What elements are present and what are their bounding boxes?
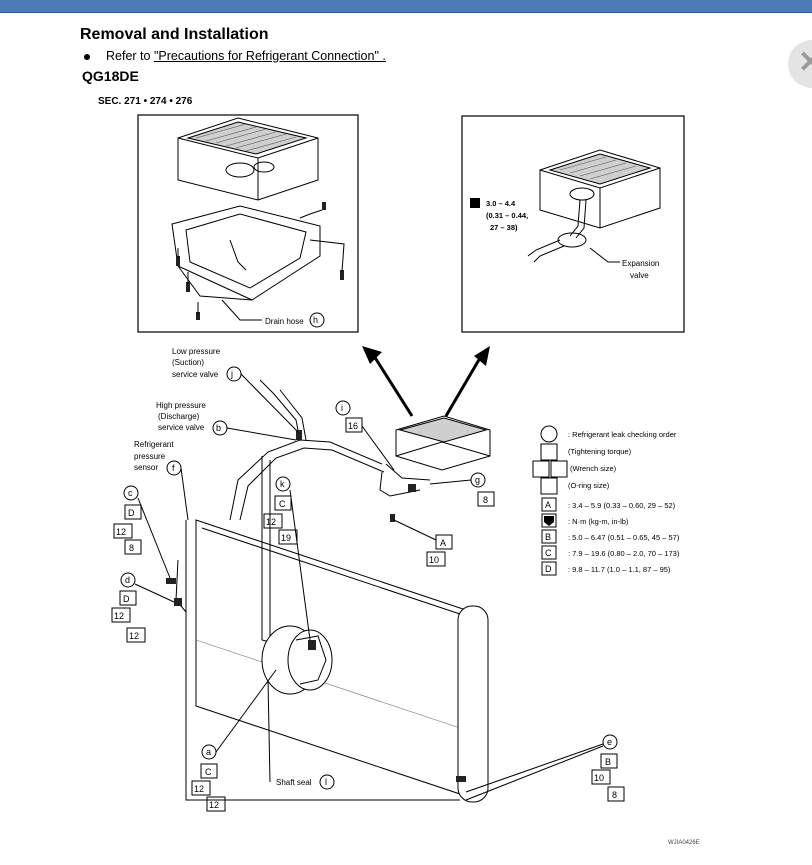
legend-torque-A: : 3.4 – 5.9 (0.33 – 0.60, 29 – 52)	[568, 501, 676, 510]
legend-symbol-D: D	[545, 564, 552, 574]
high-pressure-label1: High pressure	[156, 401, 206, 410]
callout-k-wrench: 12	[266, 517, 276, 527]
callout-g-size: 8	[483, 495, 488, 505]
legend-wrench-size: (Wrench size)	[570, 464, 617, 473]
callout-a-wrench: 12	[194, 784, 204, 794]
section-reference: SEC. 271 • 274 • 276	[98, 96, 193, 107]
expansion-torque-line3: 27 – 38)	[490, 223, 518, 232]
right-inset: 3.0 – 4.4 (0.31 – 0.44, 27 – 38) Expansi…	[461, 115, 685, 333]
sensor-label2: pressure	[134, 452, 166, 461]
left-inset: Drain hose h	[137, 114, 359, 333]
low-pressure-letter: j	[230, 369, 233, 379]
legend-torque-C: : 7.9 – 19.6 (0.80 – 2.0, 70 – 173)	[568, 549, 680, 558]
drain-hose-label: Drain hose	[265, 317, 304, 326]
callout-a-letter: a	[206, 747, 211, 757]
callout-a-oring: 12	[209, 800, 219, 810]
legend: : Refrigerant leak checking order (Tight…	[532, 425, 680, 576]
expansion-valve-label1: Expansion	[622, 259, 659, 268]
drain-hose-letter: h	[313, 315, 318, 325]
sensor-letter: f	[172, 463, 175, 473]
main-assembly	[166, 379, 491, 803]
callout-e-letter: e	[607, 737, 612, 747]
legend-tightening-torque: (Tightening torque)	[568, 447, 632, 456]
callout-c-torque: D	[128, 508, 135, 518]
legend-units: : N·m (kg-m, in-lb)	[568, 517, 629, 526]
legend-symbol-B: B	[545, 532, 551, 542]
callout-bolt-torque: A	[440, 538, 446, 548]
low-pressure-label1: Low pressure	[172, 347, 221, 356]
high-pressure-letter: b	[216, 423, 221, 433]
sensor-label1: Refrigerant	[134, 440, 174, 449]
shaft-seal-label: Shaft seal	[276, 778, 312, 787]
legend-symbol-C: C	[545, 548, 552, 558]
callout-k-letter: k	[280, 479, 285, 489]
pointer-arrows	[362, 346, 490, 417]
callout-c-letter: c	[128, 488, 133, 498]
bullet-prefix: Refer to	[106, 49, 154, 63]
shaft-seal-letter: l	[325, 777, 327, 787]
callout-d-torque: D	[123, 594, 130, 604]
engine-model-heading: QG18DE	[82, 68, 139, 84]
callout-g-letter: g	[475, 475, 480, 485]
callout-d-oring: 12	[129, 631, 139, 641]
callout-e-oring: 8	[612, 790, 617, 800]
page-title: Removal and Installation	[80, 26, 269, 43]
callout-bolt-wrench: 10	[429, 555, 439, 565]
callout-k-oring: 19	[281, 533, 291, 543]
callout-c-wrench: 12	[116, 527, 126, 537]
expansion-valve-label2: valve	[630, 271, 649, 280]
low-pressure-label3: service valve	[172, 370, 219, 379]
sensor-label3: sensor	[134, 463, 158, 472]
expansion-torque-line1: 3.0 – 4.4	[486, 199, 516, 208]
window-top-bar	[0, 0, 812, 13]
low-pressure-label2: (Suction)	[172, 358, 204, 367]
legend-oring-size: (O-ring size)	[568, 481, 610, 490]
callout-e-wrench: 10	[594, 773, 604, 783]
callout-d-wrench: 12	[114, 611, 124, 621]
callout-k-torque: C	[279, 499, 286, 509]
precautions-link[interactable]: "Precautions for Refrigerant Connection"…	[153, 49, 386, 63]
callout-e-torque: B	[605, 757, 611, 767]
high-pressure-label2: (Discharge)	[158, 412, 200, 421]
torque-wrench-icon	[544, 516, 554, 526]
callout-i-size: 16	[348, 421, 358, 431]
high-pressure-label3: service valve	[158, 423, 205, 432]
bullet-icon	[84, 53, 90, 60]
callout-a-torque: C	[205, 767, 212, 777]
legend-leak-order: : Refrigerant leak checking order	[568, 430, 677, 439]
expansion-torque-line2: (0.31 – 0.44,	[486, 211, 528, 220]
callout-i-letter: i	[341, 403, 343, 413]
figure-code: WJIA0426E	[668, 840, 700, 846]
callouts: Low pressure (Suction) service valve j H…	[111, 347, 625, 812]
legend-symbol-A: A	[545, 500, 551, 510]
legend-torque-B: : 5.0 – 6.47 (0.51 – 0.65, 45 – 57)	[568, 533, 680, 542]
callout-c-oring: 8	[129, 543, 134, 553]
precautions-reference: Refer to "Precautions for Refrigerant Co…	[84, 49, 386, 63]
callout-d-letter: d	[125, 575, 130, 585]
legend-torque-D: : 9.8 – 11.7 (1.0 – 1.1, 87 – 95)	[568, 565, 671, 574]
